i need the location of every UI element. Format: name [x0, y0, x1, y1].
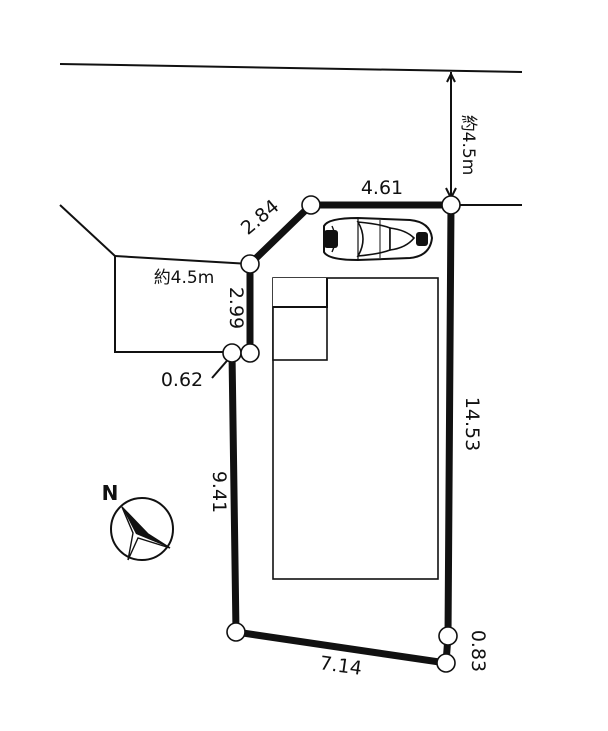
- compass-icon: N: [102, 481, 174, 561]
- dimension-diagonal: 2.84: [237, 195, 284, 239]
- vertex-marker: [240, 254, 260, 274]
- vertex-marker: [436, 653, 456, 673]
- west-road-outline: [114, 256, 232, 353]
- dimension-right-small: 0.83: [467, 630, 489, 672]
- west-road-edge: [59, 204, 116, 257]
- dimension-top: 4.61: [361, 177, 403, 199]
- dimension-notch: 0.62: [161, 369, 203, 391]
- north-road-arrow-top: [446, 71, 456, 83]
- vertex-marker: [240, 343, 260, 363]
- compass-north-label: N: [102, 481, 119, 505]
- vertex-marker: [226, 622, 246, 642]
- vertex-marker: [301, 195, 321, 215]
- car-icon: [323, 216, 434, 262]
- vertex-marker: [441, 195, 461, 215]
- north-road-edge: [59, 63, 523, 73]
- dimension-left-lower: 9.41: [208, 471, 230, 513]
- vertex-marker: [222, 343, 242, 363]
- house-entrance: [272, 306, 328, 361]
- dimension-right: 14.53: [461, 397, 483, 451]
- road-lines: [59, 63, 523, 379]
- north-road-width: 約4.5m: [458, 115, 478, 176]
- boundary-vertices: [222, 195, 461, 673]
- dimension-left-upper: 2.99: [225, 287, 247, 329]
- west-road-measure-line: [114, 255, 251, 265]
- dimension-bottom: 7.14: [318, 652, 363, 680]
- house-footprint: [272, 277, 439, 580]
- vertex-marker: [438, 626, 458, 646]
- west-road-width: 約4.5m: [154, 268, 215, 288]
